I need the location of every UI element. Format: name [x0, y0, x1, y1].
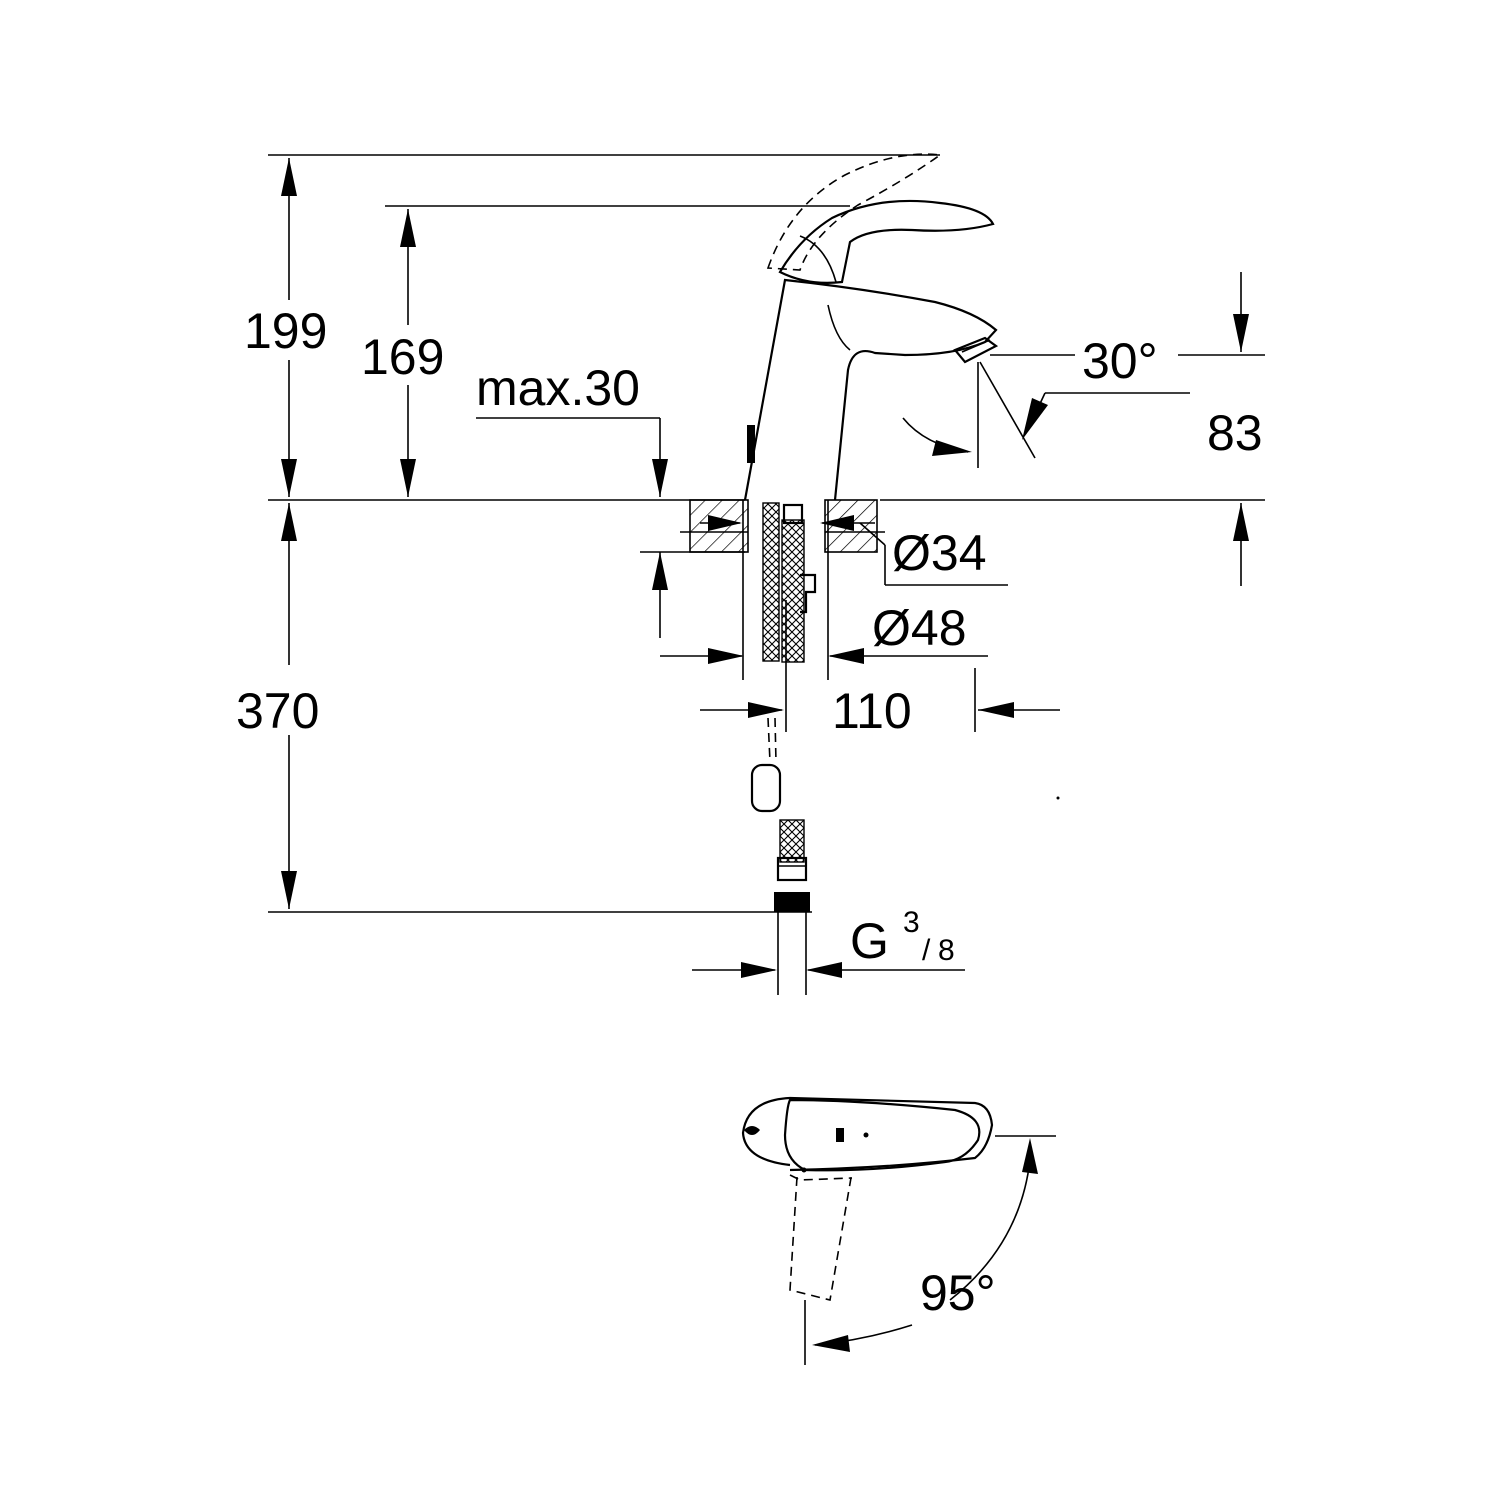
label-169: 169 [361, 329, 444, 385]
dimension-total-height: 199 [244, 158, 327, 497]
faucet-top-view: 95° [741, 1096, 1056, 1365]
dimension-lever-height: 169 [361, 209, 444, 497]
label-83: 83 [1207, 405, 1263, 461]
connection-hoses [742, 500, 829, 995]
label-thread-num: 3 [903, 906, 920, 939]
label-370: 370 [236, 683, 319, 739]
label-199: 199 [244, 303, 327, 359]
stray-dot [1056, 796, 1060, 800]
label-30deg: 30° [1082, 333, 1158, 389]
dimension-spout-reach: 110 [700, 600, 1060, 739]
dimension-spout-angle: 30° [902, 333, 1190, 468]
label-g: G [850, 913, 889, 969]
label-d48: Ø48 [872, 600, 967, 656]
label-110: 110 [832, 683, 912, 739]
faucet-side-view [743, 153, 999, 501]
dimension-connection-thread: G 3 / 8 [692, 906, 965, 978]
countertop-section [680, 499, 885, 553]
label-95deg: 95° [920, 1265, 996, 1321]
dimension-base-diameter: Ø48 [660, 600, 988, 664]
label-max30: max.30 [476, 360, 640, 416]
dimension-hose-length: 370 [236, 503, 319, 909]
dimension-spout-height: 83 [1207, 272, 1263, 586]
label-thread-slash: / [922, 934, 931, 967]
label-d34: Ø34 [892, 525, 987, 581]
reference-lines [268, 154, 1265, 913]
dimension-max-thickness: max.30 [476, 360, 745, 638]
label-thread-den: 8 [938, 934, 955, 967]
